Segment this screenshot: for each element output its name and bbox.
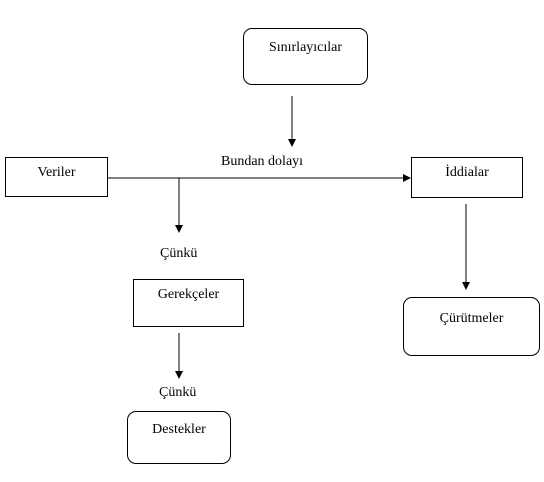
node-curutmeler: Çürütmeler: [403, 297, 540, 356]
node-veriler: Veriler: [5, 157, 108, 197]
edge-label-cunku-first: Çünkü: [160, 246, 198, 261]
node-sinirlayicilar: Sınırlayıcılar: [243, 28, 368, 85]
edge-label-bundan-dolayi: Bundan dolayı: [221, 154, 304, 169]
node-curutmeler-label: Çürütmeler: [439, 311, 504, 326]
node-destekler-label: Destekler: [152, 422, 206, 437]
node-gerekceler: Gerekçeler: [133, 279, 244, 327]
node-iddialar: İddialar: [411, 157, 523, 198]
node-veriler-label: Veriler: [37, 165, 76, 180]
node-sinirlayicilar-label: Sınırlayıcılar: [268, 40, 343, 55]
node-gerekceler-label: Gerekçeler: [157, 287, 220, 302]
node-destekler: Destekler: [127, 411, 231, 464]
node-iddialar-label: İddialar: [445, 165, 489, 180]
edge-label-cunku-second: Çünkü: [159, 385, 197, 400]
